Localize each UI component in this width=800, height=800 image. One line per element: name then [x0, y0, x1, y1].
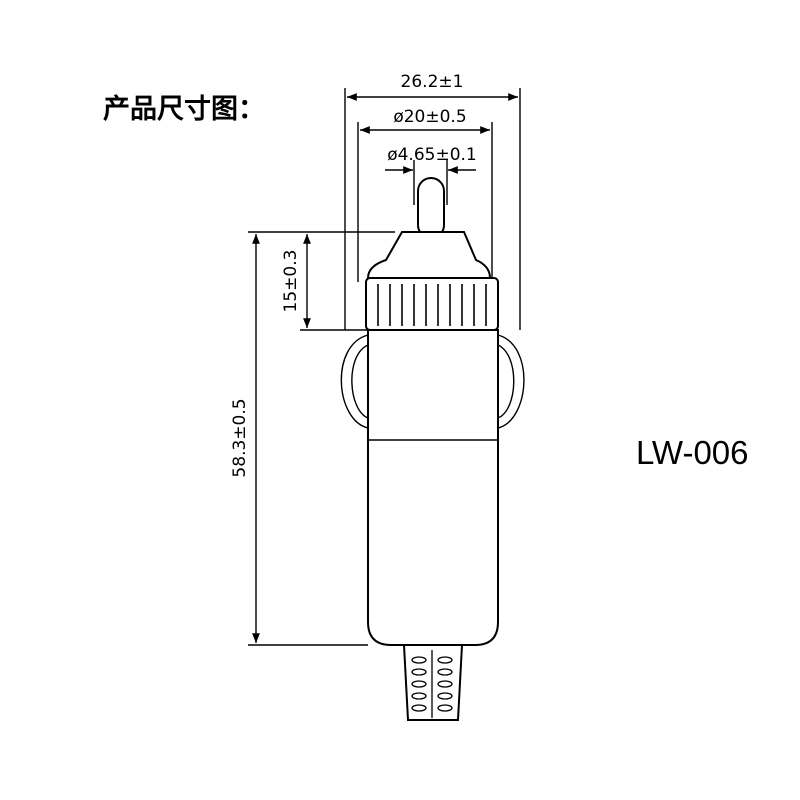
spring-clip-right-inner	[497, 344, 515, 419]
model-number: LW-006	[636, 434, 749, 471]
plug-body	[367, 329, 499, 646]
center-pin	[417, 177, 445, 239]
dimension-total-length: 58.3±0.5	[230, 398, 250, 477]
dimension-overall-width: 26.2±1	[401, 72, 464, 92]
tip-cap	[366, 231, 492, 279]
drawing-title: 产品尺寸图：	[103, 94, 265, 125]
cigarette-lighter-plug	[340, 177, 525, 721]
dimension-body-diameter: ø20±0.5	[393, 107, 466, 127]
knurl-lines	[377, 284, 487, 326]
spring-clip-left-inner	[351, 344, 369, 419]
strain-relief	[402, 644, 464, 721]
spring-clip-right	[497, 334, 525, 429]
spring-clip-left	[340, 334, 369, 429]
dimension-pin-diameter: ø4.65±0.1	[387, 145, 477, 165]
knurled-ring	[365, 277, 499, 331]
dimension-tip-height: 15±0.3	[281, 250, 301, 313]
strain-relief-ribs	[411, 650, 453, 718]
